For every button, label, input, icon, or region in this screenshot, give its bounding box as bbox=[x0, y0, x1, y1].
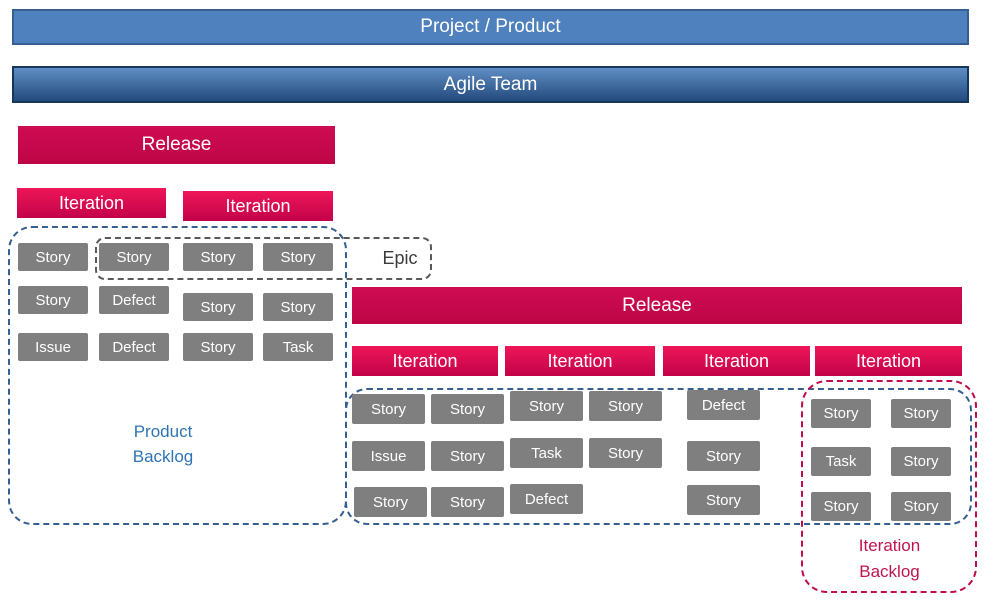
work-item-card: Defect bbox=[687, 390, 760, 420]
work-item-card: Story bbox=[687, 441, 760, 471]
agile-team-bar: Agile Team bbox=[12, 66, 969, 103]
work-item-card: Story bbox=[263, 293, 333, 321]
work-item-card: Story bbox=[431, 487, 504, 517]
work-item-card: Story bbox=[891, 399, 951, 428]
work-item-card: Story bbox=[183, 333, 253, 361]
work-item-card: Story bbox=[589, 438, 662, 468]
work-item-card: Story bbox=[431, 441, 504, 471]
work-item-card: Story bbox=[811, 492, 871, 521]
work-item-card: Story bbox=[431, 394, 504, 424]
release-2-bar: Release bbox=[352, 287, 962, 324]
iteration-bar: Iteration bbox=[183, 191, 333, 221]
iteration-bar: Iteration bbox=[663, 346, 810, 376]
project-product-bar: Project / Product bbox=[12, 9, 969, 45]
work-item-card: Story bbox=[589, 391, 662, 421]
product-backlog-extension-container bbox=[345, 388, 972, 525]
work-item-card: Task bbox=[263, 333, 333, 361]
work-item-card: Issue bbox=[18, 333, 88, 361]
work-item-card: Issue bbox=[352, 441, 425, 471]
work-item-card: Defect bbox=[510, 484, 583, 514]
product-backlog-container bbox=[8, 226, 347, 525]
iteration-bar: Iteration bbox=[352, 346, 498, 376]
work-item-card: Story bbox=[891, 492, 951, 521]
product-backlog-label: Product Backlog bbox=[132, 422, 194, 466]
work-item-card: Story bbox=[183, 293, 253, 321]
iteration-bar: Iteration bbox=[505, 346, 655, 376]
work-item-card: Story bbox=[510, 391, 583, 421]
work-item-card: Story bbox=[687, 485, 760, 515]
work-item-card: Story bbox=[99, 243, 169, 271]
release-1-bar: Release bbox=[18, 126, 335, 164]
work-item-card: Story bbox=[18, 243, 88, 271]
iteration-bar: Iteration bbox=[815, 346, 962, 376]
iteration-backlog-container bbox=[801, 380, 977, 593]
work-item-card: Story bbox=[352, 394, 425, 424]
work-item-card: Task bbox=[811, 447, 871, 476]
work-item-card: Story bbox=[183, 243, 253, 271]
work-item-card: Story bbox=[891, 447, 951, 476]
work-item-card: Story bbox=[263, 243, 333, 271]
work-item-card: Defect bbox=[99, 333, 169, 361]
work-item-card: Task bbox=[510, 438, 583, 468]
epic-label: Epic bbox=[382, 248, 418, 268]
iteration-bar: Iteration bbox=[17, 188, 166, 218]
iteration-backlog-label: Iteration Backlog bbox=[858, 536, 921, 581]
work-item-card: Story bbox=[18, 286, 88, 314]
work-item-card: Story bbox=[811, 399, 871, 428]
epic-container bbox=[95, 237, 432, 280]
work-item-card: Story bbox=[354, 487, 427, 517]
work-item-card: Defect bbox=[99, 286, 169, 314]
